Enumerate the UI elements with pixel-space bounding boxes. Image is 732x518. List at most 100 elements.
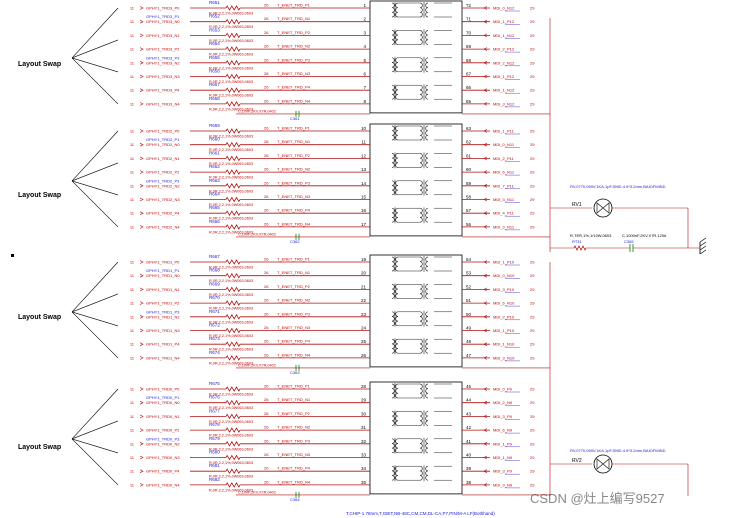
transformer-coil xyxy=(395,207,399,223)
transformer-pin-left: 15 xyxy=(361,195,367,200)
gphy-net-label: GPHY1_TRD2_P0 xyxy=(146,129,180,134)
net-arrow xyxy=(139,6,144,10)
gphy-net-label-alt: GPHY1_TRD2_P3 xyxy=(146,178,180,183)
transformer-coil xyxy=(395,153,399,168)
transformer-pin-right: 70 xyxy=(466,30,472,35)
left-sheet-number: 11 xyxy=(130,47,135,52)
resistor-value: R,0R,2,2,1%,0W063,0603 xyxy=(209,447,253,451)
transformer-pin-left: 6 xyxy=(363,72,366,77)
mid-sheet-number: 26 xyxy=(264,44,269,49)
mid-sheet-number: 26 xyxy=(264,85,269,90)
choke-coil xyxy=(419,256,423,272)
resistor-value: R,0R,2,2,1%,0W063,0603 xyxy=(209,217,253,221)
mdi-net-label: MDI_0_N12 xyxy=(493,6,515,11)
gphy-net-label-alt: GPHY1_TRD2_P1 xyxy=(146,137,180,142)
resistor-symbol xyxy=(225,413,241,420)
resistor-value: R,0R,2,2,1%,0W063,0603 xyxy=(209,361,253,365)
transformer-pin-left: 28 xyxy=(361,384,367,389)
transformer-block xyxy=(369,123,463,237)
transformer-coil xyxy=(391,30,395,45)
choke-coil xyxy=(425,465,429,481)
mdi-net-label: MDI_3_N10 xyxy=(493,355,515,360)
gphy-net-label: GPHY1_TRD3_N0 xyxy=(146,19,180,24)
protection-network xyxy=(549,18,707,496)
gphy-net-label: GPHY1_TRD0_P2 xyxy=(146,428,180,433)
mid-sheet-number: 26 xyxy=(264,3,269,8)
transformer-pin-left: 2 xyxy=(363,17,366,22)
resistor-value: R,0R,2,2,1%,0W063,0603 xyxy=(209,189,253,193)
swap-fan-line xyxy=(71,180,119,196)
resistor-symbol xyxy=(225,399,241,406)
mid-sheet-number: 26 xyxy=(264,384,269,389)
transformer-pin-right: 67 xyxy=(466,72,472,77)
swap-fan-line xyxy=(71,130,119,182)
mdi-net-label: MDI_1_N12 xyxy=(493,88,515,93)
mdi-sheet-number: 29 xyxy=(530,441,535,446)
mid-sheet-number: 26 xyxy=(264,397,269,402)
rt-ref: RT31 xyxy=(572,239,582,244)
mid-sheet-number: 26 xyxy=(264,257,269,262)
resistor-value: R,0R,2,2,1%,0W063,0603 xyxy=(209,434,253,438)
transformer-pin-left: 21 xyxy=(361,284,367,289)
resistor-value: R,0R,2,2,1%,0W063,0603 xyxy=(209,293,253,297)
transformer-coil xyxy=(395,338,399,354)
mdi-net-label: MDI_1_P11 xyxy=(493,129,515,134)
enet-net-label: T_ENET_TRD_N3 xyxy=(277,452,311,457)
swap-fan-line xyxy=(71,180,119,228)
left-sheet-number: 11 xyxy=(130,355,135,360)
gphy-net-label: GPHY1_TRD1_P2 xyxy=(146,301,180,306)
transformer-pin-left: 24 xyxy=(361,326,367,331)
mdi-sheet-number: 29 xyxy=(530,428,535,433)
mdi-sheet-number: 29 xyxy=(530,287,535,292)
mdi-sheet-number: 29 xyxy=(530,455,535,460)
resistor-value: R,0R,2,2,1%,0W063,0603 xyxy=(209,393,253,397)
left-sheet-number: 11 xyxy=(130,455,135,460)
left-sheet-number: 11 xyxy=(130,170,135,175)
swap-fan-line xyxy=(71,388,119,440)
transformer-pin-left: 12 xyxy=(361,153,367,158)
resistor-value: R,0R,2,2,1%,0W063,0603 xyxy=(209,162,253,166)
net-arrow xyxy=(483,260,488,264)
gphy-net-label: GPHY1_TRD1_N1 xyxy=(146,287,180,292)
net-arrow xyxy=(483,129,488,133)
transformer-pin-right: 39 xyxy=(466,466,472,471)
transformer-pin-left: 14 xyxy=(361,181,367,186)
net-arrow xyxy=(139,356,144,360)
transformer-coil xyxy=(391,153,395,168)
swap-fan-line xyxy=(71,39,119,59)
resistor-symbol xyxy=(225,32,241,39)
page-marker xyxy=(11,254,14,257)
enet-net-label: T_ENET_TRD_P4 xyxy=(277,208,311,213)
mdi-sheet-number: 29 xyxy=(530,129,535,134)
gphy-net-label: GPHY1_TRD0_N4 xyxy=(146,482,180,487)
left-sheet-number: 11 xyxy=(130,156,135,161)
left-sheet-number: 11 xyxy=(130,301,135,306)
mid-sheet-number: 26 xyxy=(264,298,269,303)
resistor-value: R,0R,2,2,1%,0W063,0603 xyxy=(209,203,253,207)
mdi-net-label: MDI_1_N10 xyxy=(493,342,515,347)
resistor-ref: R668 xyxy=(209,268,220,273)
resistor-value: R,0R,2,2,1%,0W063,0603 xyxy=(209,107,253,111)
resistor-ref: R674 xyxy=(209,350,220,355)
transformer-pin-left: 7 xyxy=(363,85,366,90)
choke-coil xyxy=(419,207,423,223)
net-arrow xyxy=(139,170,144,174)
transformer-coil xyxy=(395,311,399,327)
static-labels: Layout Swap Layout Swap Layout Swap Layo… xyxy=(18,61,667,516)
resistor-value: R,0R,2,2,1%,0W063,0603 xyxy=(209,461,253,465)
net-arrow xyxy=(139,400,144,405)
choke-coil xyxy=(425,311,429,327)
rt-desc: R,TER,1%,1/10W,0603 xyxy=(570,233,612,238)
mid-sheet-number: 26 xyxy=(264,452,269,457)
gphy-net-label: GPHY1_TRD0_N0 xyxy=(146,400,180,405)
left-sheet-number: 11 xyxy=(130,400,135,405)
transformer-pin-right: 72 xyxy=(466,3,472,8)
transformer-pin-left: 8 xyxy=(363,99,366,104)
enet-net-label: T_ENET_TRD_P4 xyxy=(277,466,311,471)
net-arrow xyxy=(483,483,488,487)
mdi-net-label: MDI_2_P10 xyxy=(493,314,515,319)
net-arrow xyxy=(483,455,488,460)
mdi-net-label: MDI_1_P10 xyxy=(493,328,515,333)
net-arrow xyxy=(139,129,144,133)
resistor-symbol xyxy=(225,210,241,216)
